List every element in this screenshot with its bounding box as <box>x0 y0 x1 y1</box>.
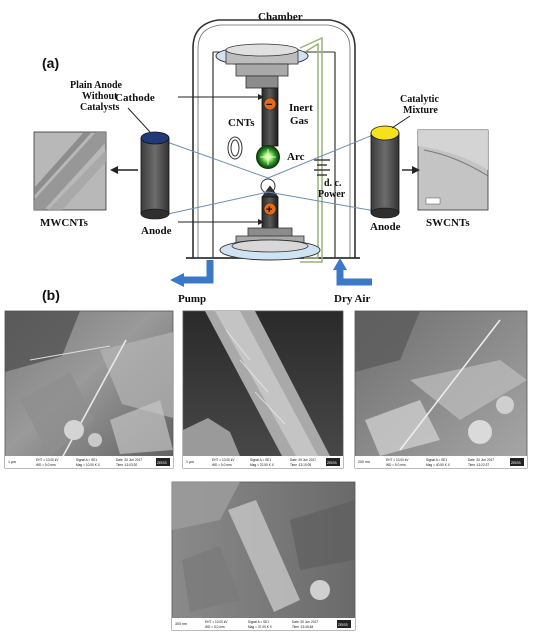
sem-3-logo-box <box>510 458 524 466</box>
sem-3-mag: Mag = 40.50 K X <box>426 463 451 467</box>
anode-holder <box>219 227 321 261</box>
plain-anode-label-line1: Plain Anode <box>70 80 123 91</box>
plus-terminal <box>263 202 277 216</box>
sem-3-wd: WD = 5.0 mm <box>386 463 406 467</box>
sem-1-time: Time :13:03:20 <box>116 463 137 467</box>
inert-gas-label-line1: Inert <box>289 102 313 114</box>
sem-1-date: Date :20 Jun 2017 <box>116 458 142 462</box>
cathode-label: Cathode <box>115 92 155 104</box>
dry-air-arrow <box>333 258 372 286</box>
sem-4-signal: Signal A = SE1 <box>248 620 269 624</box>
dry-air-label: Dry Air <box>334 293 370 305</box>
anode-left-label: Anode <box>141 225 172 237</box>
plain-anode-label-line3: Catalysts <box>80 102 120 113</box>
cathode-rod <box>261 87 279 147</box>
cathode-holder <box>215 43 309 89</box>
mwcnts-label: MWCNTs <box>40 217 89 229</box>
sem-2-wd: WD = 5.0 mm <box>212 463 232 467</box>
plain-anode-label-line2: Without <box>82 91 118 102</box>
catalytic-anode-right <box>370 125 400 219</box>
inert-gas-label-line2: Gas <box>290 115 309 127</box>
anode-right-label: Anode <box>370 221 401 233</box>
sem-4-logo-box <box>337 620 351 628</box>
plus-sign: + <box>266 204 272 216</box>
catalytic-pointer <box>391 115 411 129</box>
sem-4-wd: WD = 5.0 mm <box>205 625 225 629</box>
sem-1-scale: 1 μm <box>8 460 16 464</box>
sem-2-scale: 1 μm <box>186 460 194 464</box>
inert-gas-rings <box>227 136 243 160</box>
swcnts-label: SWCNTs <box>426 217 470 229</box>
sem-2-date: Date :20 Jun 2017 <box>290 458 316 462</box>
sem-image-3 <box>354 310 528 469</box>
sem-4-eht: EHT = 10.00 kV <box>205 620 228 624</box>
arc-spark <box>260 149 276 165</box>
sem-1-mag: Mag = 10.00 K X <box>76 463 101 467</box>
sem-4-logo: ZEISS <box>338 623 349 627</box>
sem-2-logo: ZEISS <box>327 461 338 465</box>
pump-label: Pump <box>178 293 206 305</box>
pump-arrow <box>170 260 214 287</box>
sem-1-logo-box <box>156 458 170 466</box>
sem-1-signal: Signal A = SE1 <box>76 458 97 462</box>
mwcnt-arrowhead <box>110 166 118 174</box>
sem-3-time: Time :13:22:37 <box>468 463 489 467</box>
dc-power-label-line2: Power <box>318 189 346 200</box>
sem-4-time: Time :13:45:48 <box>292 625 313 629</box>
sem-image-2 <box>182 310 344 469</box>
sem-image-1 <box>4 310 174 469</box>
panel-b-label: (b) <box>42 287 60 303</box>
catalytic-label-line1: Catalytic <box>400 94 439 105</box>
cnts-label: CNTs <box>228 117 255 129</box>
sem-4-scale: 300 nm <box>175 622 187 626</box>
sem-3-signal: Signal A = SE1 <box>426 458 447 462</box>
sem-2-eht: EHT = 10.00 kV <box>212 458 235 462</box>
panel-a-label: (a) <box>42 55 59 71</box>
minus-sign: − <box>266 99 272 111</box>
minus-terminal <box>263 97 277 111</box>
dc-power-symbol <box>314 159 330 176</box>
plain-anode-pointer <box>127 107 151 133</box>
dc-power-label-line1: d. c. <box>324 178 342 189</box>
sem-1-wd: WD = 5.0 mm <box>36 463 56 467</box>
sem-4-date: Date :20 Jun 2017 <box>292 620 318 624</box>
sem-2-logo-box <box>326 458 340 466</box>
sem-3-logo: ZEISS <box>511 461 522 465</box>
sem-2-time: Time :13:10:05 <box>290 463 311 467</box>
arc-label: Arc <box>287 151 305 163</box>
sem-4-mag: Mag = 37.00 K X <box>248 625 273 629</box>
sem-1-eht: EHT = 10.00 kV <box>36 458 59 462</box>
sem-2-mag: Mag = 22.50 K X <box>250 463 275 467</box>
mwcnt-tem-image <box>33 131 107 211</box>
swcnt-tem-image <box>417 129 489 211</box>
sem-3-date: Date :20 Jun 2017 <box>468 458 494 462</box>
power-wire <box>299 36 323 263</box>
sem-1-logo: ZEISS <box>157 461 168 465</box>
sem-image-4 <box>171 481 356 631</box>
chamber-label: Chamber <box>258 11 303 23</box>
plain-anode-left <box>140 131 170 220</box>
anode-arrowhead <box>258 219 264 225</box>
sem-3-eht: EHT = 10.00 kV <box>386 458 409 462</box>
cathode-arrowhead <box>258 94 264 100</box>
sem-3-scale: 200 nm <box>358 460 370 464</box>
sem-2-signal: Signal A = SE1 <box>250 458 271 462</box>
swcnt-arrowhead <box>412 166 420 174</box>
catalytic-label-line2: Mixture <box>403 105 438 116</box>
